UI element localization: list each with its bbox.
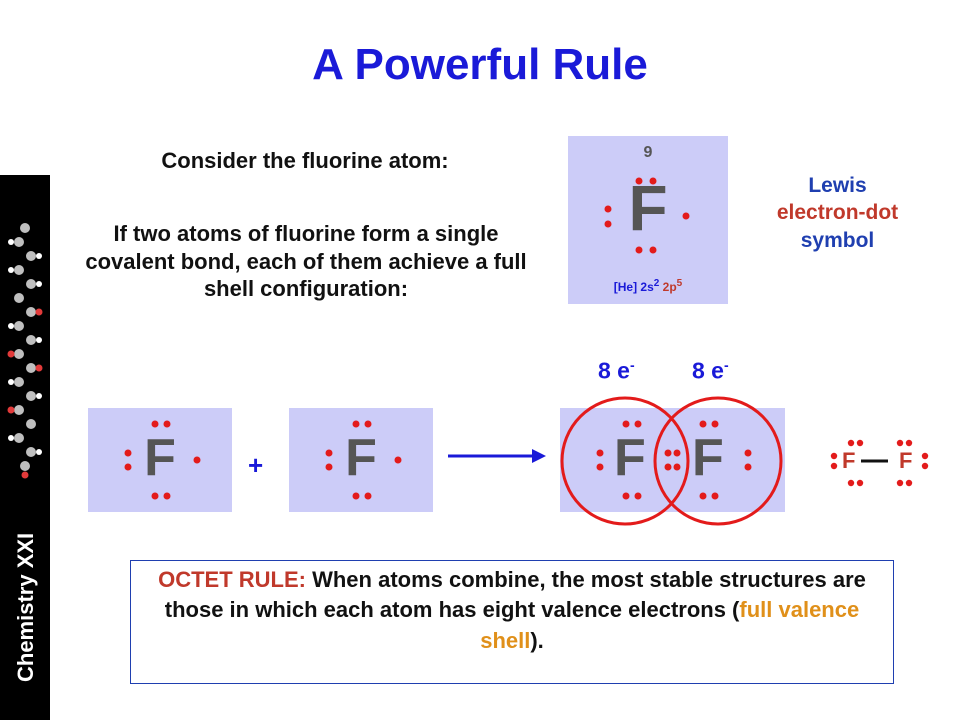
element-symbol: F (628, 172, 668, 244)
electron-dots-a (124, 420, 201, 500)
single-bond-structure (830, 439, 929, 487)
page-title: A Powerful Rule (312, 40, 648, 89)
element-symbol-a: F (144, 429, 176, 487)
valence-shell-circles (560, 396, 783, 526)
fluorine-atom-a: F (88, 408, 232, 512)
lewis-label-line1: Lewis (808, 174, 867, 197)
electron-count-left: 8 e- (598, 357, 635, 384)
octet-rule-text: When atoms combine, the most stable stru… (164, 567, 866, 623)
fluorine-atom-b: F (289, 408, 433, 512)
electron-dots (604, 177, 690, 254)
lewis-label-line3: symbol (800, 228, 875, 252)
electron-configuration: [He] 2s2 2p5 (613, 278, 683, 294)
intro-text: If two atoms of fluorine form a single c… (85, 221, 527, 302)
plus-sign: + (248, 450, 264, 480)
reaction-arrow-icon (448, 449, 546, 463)
fluorine-molecule: F F (560, 408, 785, 512)
molecule-chain-image (7, 223, 43, 479)
sidebar-label: Chemistry XXI (13, 532, 38, 682)
consider-text: Consider the fluorine atom: (161, 148, 449, 173)
bond-atom-right: F (899, 448, 913, 473)
octet-rule-end: ). (530, 627, 544, 653)
electron-dots-b (325, 420, 402, 500)
element-symbol-c1: F (614, 429, 646, 487)
atomic-number: 9 (643, 144, 653, 161)
sidebar: Chemistry XXI (0, 175, 50, 720)
bond-atom-left: F (842, 448, 856, 473)
lewis-label-line2: electron-dot (776, 201, 899, 225)
electron-dots-molecule (596, 420, 752, 500)
lewis-label: Lewis electron-dot symbol (740, 172, 935, 254)
octet-rule-box: OCTET RULE: When atoms combine, the most… (130, 560, 894, 684)
electron-count-right: 8 e- (692, 357, 729, 384)
octet-rule-highlight: full valence shell (480, 597, 860, 653)
octet-rule-label: OCTET RULE: (158, 567, 306, 592)
element-symbol-b: F (345, 429, 377, 487)
element-symbol-c2: F (692, 429, 724, 487)
fluorine-card: 9 F [He] 2s2 2p5 (568, 136, 728, 304)
